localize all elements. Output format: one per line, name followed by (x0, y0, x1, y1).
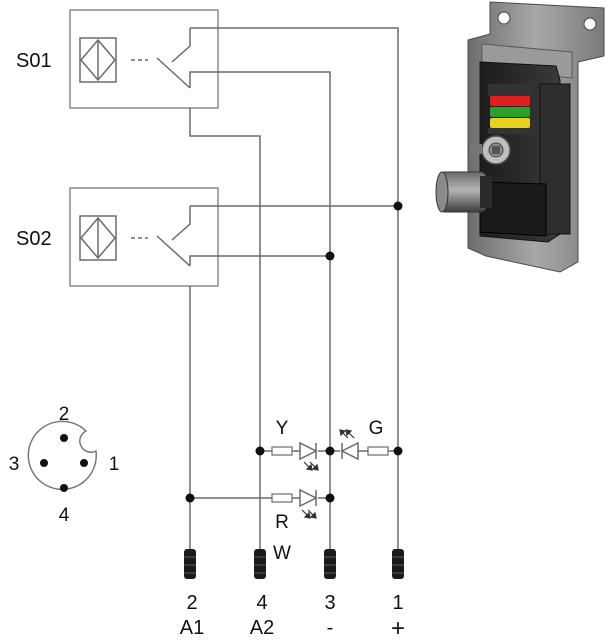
terminal-signal: - (327, 617, 334, 639)
junction-dot (325, 251, 335, 261)
switch-box-s02 (69, 187, 219, 287)
m12-connector-icon (27, 420, 98, 492)
terminal-signal: + (391, 615, 405, 641)
junction-dot (393, 201, 403, 211)
terminal-block (184, 549, 196, 579)
red-lamp (490, 96, 530, 106)
led-yellow (271, 441, 319, 471)
diode-icon (299, 441, 318, 461)
pin-label: 3 (9, 454, 20, 475)
mounting-hole (497, 11, 511, 25)
pin-3-dot (40, 459, 48, 467)
junction-dot (185, 493, 195, 503)
junction-dot (255, 446, 265, 456)
wire-plus (190, 27, 399, 550)
mounting-hole (583, 17, 597, 31)
switch-contact-icon (156, 28, 191, 89)
led-label-yellow: Y (276, 418, 289, 439)
junction-dot (325, 493, 335, 503)
terminal-number: 4 (256, 592, 267, 614)
terminal-signal: A2 (250, 617, 274, 639)
resistor-icon (271, 493, 293, 503)
terminal-number: 1 (392, 592, 403, 614)
yellow-lamp (490, 118, 530, 128)
terminals (184, 549, 404, 579)
light-emission-icon (303, 461, 319, 471)
light-emission-icon (339, 429, 355, 439)
wire-s02-minus (189, 255, 330, 266)
diode-icon (340, 441, 359, 461)
green-lamp (490, 107, 530, 117)
switch-contact-icon (156, 206, 191, 267)
pin-1-dot (80, 459, 88, 467)
proximity-sensor-icon (79, 215, 117, 261)
junction-dots (185, 201, 403, 503)
terminal-block (392, 549, 404, 579)
switch-label-s02: S02 (16, 228, 52, 250)
led-label-red: R (275, 512, 289, 533)
switch-label-s01: S01 (16, 50, 52, 72)
led-label-white: W (273, 543, 291, 564)
diode-icon (299, 488, 318, 508)
device-illustration (435, 1, 605, 273)
pin-label: 2 (59, 404, 70, 425)
terminal-block (254, 549, 266, 579)
wires (189, 27, 399, 550)
led-red (271, 488, 318, 519)
switch-s01 (69, 9, 219, 109)
terminal-number: 2 (186, 592, 197, 614)
terminal-signal: A1 (180, 617, 204, 639)
junction-dot (325, 446, 335, 456)
switch-s02 (69, 187, 219, 287)
resistor-icon (271, 446, 293, 456)
pin-label: 4 (59, 505, 70, 526)
light-emission-icon (301, 509, 317, 519)
led-green (339, 429, 389, 461)
pin-label: 1 (109, 454, 120, 475)
proximity-sensor-icon (79, 37, 117, 83)
resistor-icon (367, 446, 389, 456)
terminal-number: 3 (324, 592, 335, 614)
junction-dot (393, 446, 403, 456)
pin-2-dot (60, 434, 68, 442)
wire-minus (189, 71, 331, 550)
pin-4-dot (60, 484, 68, 492)
switch-box-s01 (69, 9, 219, 109)
terminal-block (324, 549, 336, 579)
wire-a2 (189, 108, 261, 550)
led-label-green: G (369, 418, 384, 439)
